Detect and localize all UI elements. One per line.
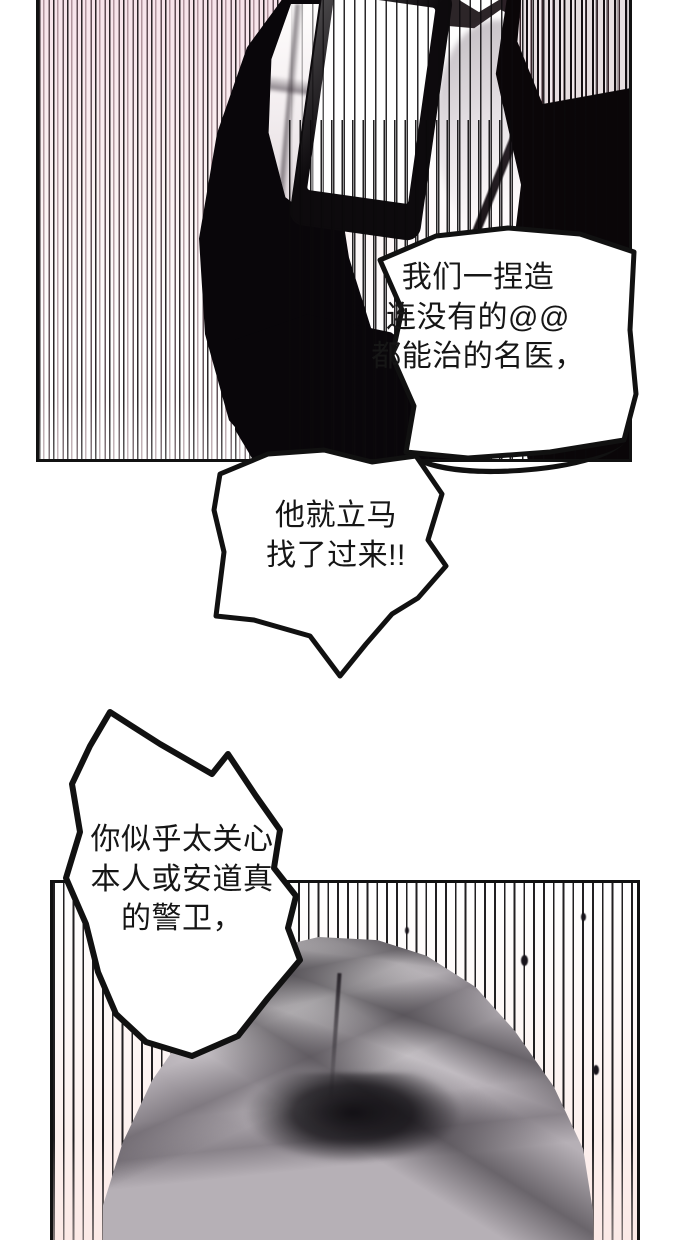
speech-bubble-1-shape (377, 225, 639, 496)
speech-bubble-2: 他就立马 找了过来!! (206, 447, 466, 688)
hair-dark-shadow (203, 1073, 503, 1240)
speech-bubble-1-text: 我们一捏造 连没有的@@ 都能治的名医， (371, 261, 585, 374)
speech-bubble-1: 我们一捏造 连没有的@@ 都能治的名医， (318, 225, 639, 496)
ink-speck (521, 955, 528, 966)
speech-bubble-2-shape (211, 447, 449, 679)
speech-bubble-2-text: 他就立马 找了过来!! (266, 499, 406, 572)
panel-silver-haired-figure (50, 880, 640, 1240)
speech-bubble-3-text: 你似乎太关心 本人或安道真 的警卫， (90, 823, 274, 936)
speech-bubble-3-shape (63, 709, 303, 1059)
ink-speck (581, 913, 586, 921)
ink-speck (405, 927, 409, 934)
speech-bubble-3: 你似乎太关心 本人或安道真 的警卫， (42, 692, 332, 1072)
ink-speck (593, 1065, 599, 1075)
